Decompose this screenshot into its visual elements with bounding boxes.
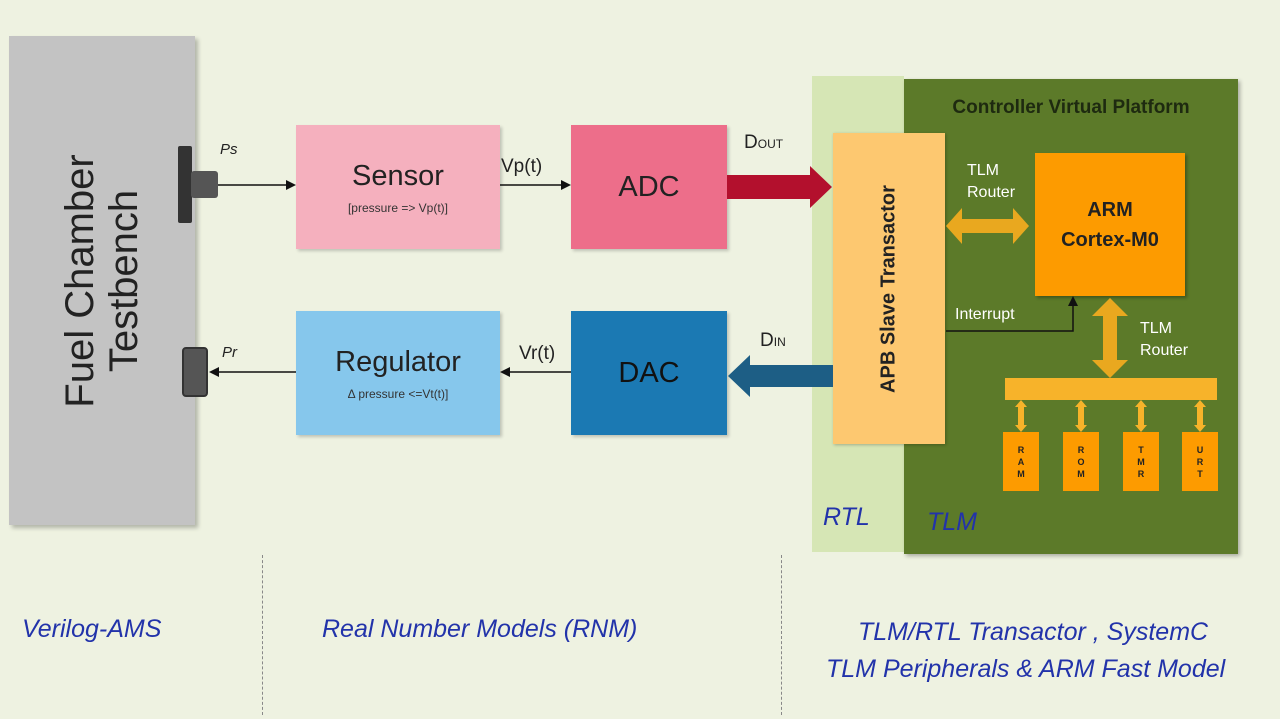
tmr-letter: R xyxy=(1137,468,1145,479)
adc-title: ADC xyxy=(618,170,680,203)
rom-peripheral: R O M xyxy=(1063,432,1099,491)
platform-title: Controller Virtual Platform xyxy=(952,97,1190,118)
urt-letter: U xyxy=(1196,444,1204,455)
sensor-block: Sensor [pressure => Vp(t)] xyxy=(296,125,500,249)
tlm-label: TLM xyxy=(927,508,977,536)
footer-tlm-line1: TLM/RTL Transactor , SystemC xyxy=(858,618,1209,646)
divider-right xyxy=(781,555,782,715)
ps-connector-head xyxy=(191,171,218,198)
arm-cortex-m0: ARM Cortex-M0 xyxy=(1035,153,1185,296)
rom-letter: M xyxy=(1077,468,1085,479)
sensor-title: Sensor xyxy=(352,159,444,192)
sensor-note: [pressure => Vp(t)] xyxy=(347,200,449,215)
ps-label: Ps xyxy=(220,141,238,158)
rom-letter: R xyxy=(1077,444,1085,455)
pr-label: Pr xyxy=(222,344,237,361)
din-label: DIN xyxy=(760,330,786,352)
din-main: D xyxy=(760,330,774,351)
apb-label: APB Slave Transactor xyxy=(877,184,900,393)
footer-rnm: Real Number Models (RNM) xyxy=(322,615,638,643)
dout-label: DOUT xyxy=(744,132,783,154)
regulator-block: Regulator Δ pressure <=Vt(t)] xyxy=(296,311,500,435)
adc-block: ADC xyxy=(571,125,727,249)
dout-main: D xyxy=(744,132,758,153)
rom-letter: O xyxy=(1077,456,1085,467)
interrupt-label: Interrupt xyxy=(955,306,1015,323)
ram-letter: M xyxy=(1017,468,1025,479)
tlm-router-label-1: TLM Router xyxy=(967,162,1016,201)
rtl-label: RTL xyxy=(823,503,870,531)
footer-verilog-ams: Verilog-AMS xyxy=(22,615,162,643)
dac-title: DAC xyxy=(618,356,680,389)
tmr-letter: T xyxy=(1138,444,1144,455)
dac-block: DAC xyxy=(571,311,727,435)
urt-letter: T xyxy=(1197,468,1203,479)
ram-letter: A xyxy=(1017,456,1025,467)
urt-letter: R xyxy=(1196,456,1204,467)
dout-sub: OUT xyxy=(757,137,784,151)
uart-peripheral: U R T xyxy=(1182,432,1218,491)
regulator-title: Regulator xyxy=(335,345,461,378)
ram-peripheral: R A M xyxy=(1003,432,1039,491)
fuel-chamber-testbench: Fuel Chamber Testbench xyxy=(9,36,195,525)
din-sub: IN xyxy=(773,335,786,349)
pr-connector xyxy=(182,347,208,397)
arm-line1: ARM xyxy=(1087,198,1133,221)
divider-left xyxy=(262,555,263,715)
apb-slave-transactor: APB Slave Transactor xyxy=(833,133,945,444)
peripheral-bus xyxy=(1005,378,1217,400)
arm-line2: Cortex-M0 xyxy=(1061,228,1159,251)
regulator-note: Δ pressure <=Vt(t)] xyxy=(347,386,449,401)
ram-letter: R xyxy=(1017,444,1025,455)
tmr-letter: M xyxy=(1137,456,1145,467)
vr-label: Vr(t) xyxy=(519,343,556,364)
ps-connector xyxy=(178,146,192,223)
testbench-label: Fuel Chamber Testbench xyxy=(58,153,146,408)
footer-tlm-line2: TLM Peripherals & ARM Fast Model xyxy=(826,655,1226,683)
timer-peripheral: T M R xyxy=(1123,432,1159,491)
tlm-router-label-2: TLM Router xyxy=(1140,320,1189,359)
vp-label: Vp(t) xyxy=(501,156,543,177)
